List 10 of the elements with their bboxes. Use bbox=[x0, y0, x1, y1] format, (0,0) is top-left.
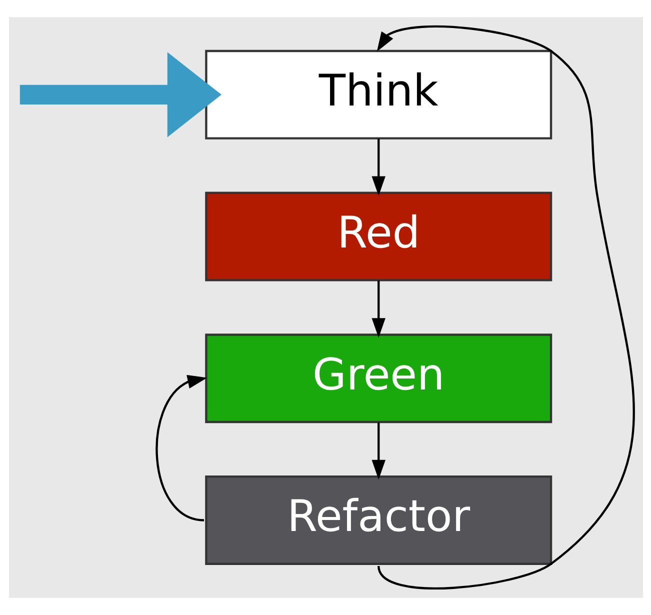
arrow bbox=[376, 25, 634, 590]
node-box: Red bbox=[204, 192, 552, 282]
node-box: Think bbox=[204, 50, 552, 140]
arrow bbox=[371, 138, 385, 196]
node-box: Green bbox=[204, 334, 552, 424]
arrow bbox=[371, 280, 385, 338]
arrow bbox=[155, 374, 207, 522]
node-box: Refactor bbox=[204, 476, 552, 565]
arrow bbox=[371, 422, 385, 480]
arrow bbox=[19, 52, 221, 138]
